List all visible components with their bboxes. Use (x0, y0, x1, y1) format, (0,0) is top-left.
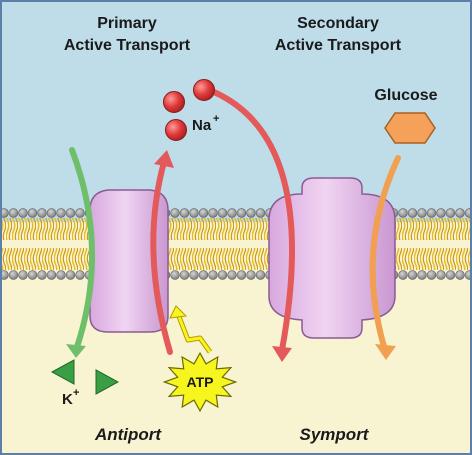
lipid-head (8, 208, 19, 218)
lipid-head (0, 208, 9, 218)
sodium-ion (193, 79, 215, 101)
potassium-ion (50, 359, 75, 385)
sodium-ion (163, 91, 185, 113)
lipid-head (455, 270, 465, 280)
lipid-head (189, 270, 199, 280)
lipid-head (208, 208, 218, 218)
lipid-head (0, 270, 9, 280)
glucose-arrow (369, 155, 401, 353)
lipid-head (417, 208, 427, 218)
lipid-head (407, 270, 418, 280)
lipid-head (170, 270, 180, 280)
lipid-head (417, 270, 427, 280)
energy-bolt-tip (169, 305, 188, 319)
lipid-head (436, 208, 446, 218)
potassium-charge: + (73, 387, 79, 399)
lipid-head (46, 208, 57, 218)
lipid-head (27, 270, 38, 280)
lipid-head (208, 270, 218, 280)
glucose-arrowhead (375, 344, 396, 360)
antiport-label: Antiport (94, 425, 162, 444)
lipid-head (170, 208, 180, 218)
glucose-molecule (384, 112, 436, 144)
lipid-head (189, 208, 199, 218)
lipid-head (227, 208, 237, 218)
lipid-head (217, 270, 228, 280)
lipid-head (18, 208, 28, 218)
primary-title-line2: Active Transport (64, 37, 191, 54)
lipid-head (8, 270, 19, 280)
lipid-head (398, 270, 408, 280)
sodium-label: Na (192, 117, 212, 134)
lipid-head (56, 208, 66, 218)
lipid-head (246, 270, 256, 280)
lipid-head (217, 208, 228, 218)
potassium-label: K (62, 391, 73, 408)
extracellular-region (0, 0, 472, 222)
lipid-head (227, 270, 237, 280)
lipid-head (179, 208, 190, 218)
potassium-arrowhead (66, 344, 86, 358)
lipid-head (179, 270, 190, 280)
lipid-head (65, 208, 76, 218)
lower-lipid-tails (0, 248, 472, 270)
symport-label: Symport (300, 425, 370, 444)
energy-bolt-inner (176, 313, 212, 353)
atp-label: ATP (187, 374, 214, 390)
lipid-head (236, 208, 247, 218)
sodium-charge: + (213, 113, 219, 125)
lipid-head (398, 208, 408, 218)
lipid-head (75, 208, 85, 218)
lipid-head (65, 270, 76, 280)
sodium-ions (163, 79, 215, 141)
lipid-head (37, 270, 47, 280)
atp-burst (162, 351, 238, 413)
lipid-head (255, 270, 266, 280)
lipid-head (46, 270, 57, 280)
lipid-head (236, 270, 247, 280)
lipid-head (198, 270, 209, 280)
lipid-head (198, 208, 209, 218)
lipid-head (18, 270, 28, 280)
lipid-head (426, 270, 437, 280)
symport-carrier-protein (268, 177, 396, 339)
primary-title-line1: Primary (97, 15, 157, 32)
glucose-label: Glucose (374, 87, 437, 104)
sodium-efflux-arrowhead (154, 150, 174, 168)
lipid-head (246, 208, 256, 218)
lipid-head (56, 270, 66, 280)
lipid-head (37, 208, 47, 218)
lipid-head (75, 270, 85, 280)
lipid-head (445, 208, 456, 218)
secondary-title-line2: Active Transport (275, 37, 402, 54)
upper-lipid-tails (0, 218, 472, 240)
lipid-head (436, 270, 446, 280)
antiport-pump-protein (89, 189, 169, 333)
lipid-head (445, 270, 456, 280)
sodium-efflux-arrow (150, 159, 173, 355)
lipid-head (426, 208, 437, 218)
sodium-ion (165, 119, 187, 141)
lipid-head (255, 208, 266, 218)
sodium-influx-arrowhead (272, 346, 292, 362)
potassium-arrow (69, 147, 96, 353)
lipid-head (407, 208, 418, 218)
lipid-head (455, 208, 465, 218)
sodium-influx-arrow (211, 89, 295, 353)
potassium-ion (95, 369, 120, 395)
secondary-title-line1: Secondary (297, 15, 379, 32)
lipid-head (27, 208, 38, 218)
